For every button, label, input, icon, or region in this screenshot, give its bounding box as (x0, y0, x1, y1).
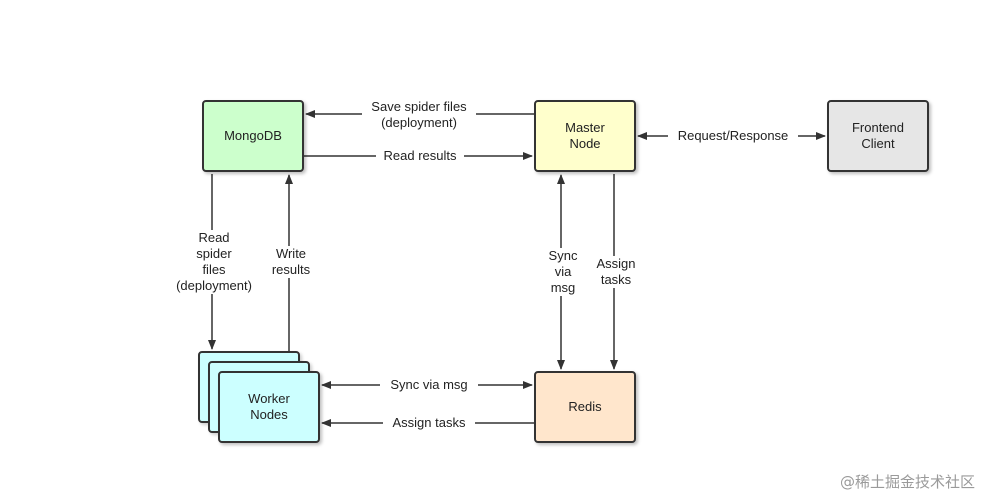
label-read-spider-files: Read spider files (deployment) (166, 230, 262, 294)
label-sync-worker-redis: Sync via msg (380, 377, 478, 393)
worker-nodes-label: Worker Nodes (248, 391, 290, 422)
watermark: @稀土掘金技术社区 (839, 473, 975, 491)
frontend-client-node: Frontend Client (827, 100, 929, 172)
mongodb-node: MongoDB (202, 100, 304, 172)
redis-node: Redis (534, 371, 636, 443)
label-write-results: Write results (262, 246, 320, 278)
mongodb-label: MongoDB (224, 128, 282, 143)
label-save-spider-files: Save spider files (deployment) (362, 99, 476, 131)
label-assign-tasks-master-redis: Assign tasks (587, 256, 645, 288)
worker-nodes-node: Worker Nodes (218, 371, 320, 443)
label-request-response: Request/Response (668, 128, 798, 144)
label-read-results: Read results (376, 148, 464, 164)
label-assign-tasks-redis-worker: Assign tasks (383, 415, 475, 431)
label-sync-master-redis: Sync via msg (541, 248, 585, 296)
redis-label: Redis (568, 399, 602, 414)
frontend-client-label: Frontend Client (851, 120, 905, 151)
master-node: Master Node (534, 100, 636, 172)
master-node-label: Master Node (565, 120, 605, 151)
